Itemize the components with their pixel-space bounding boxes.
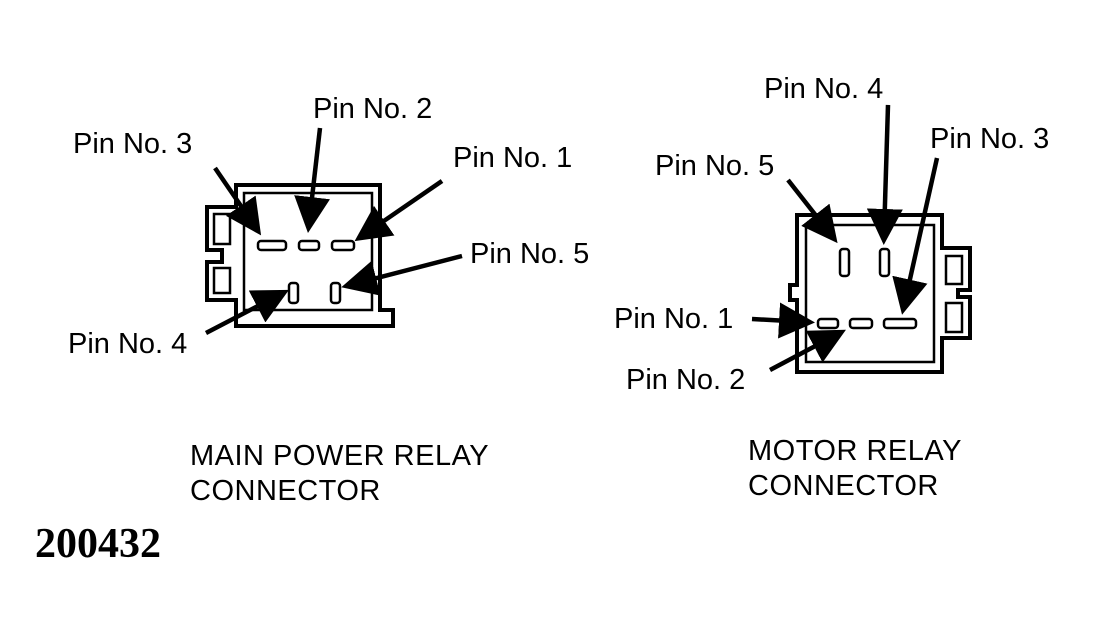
main-pin-5-label: Pin No. 5 [470, 238, 589, 270]
motor-pin-5-label: Pin No. 5 [655, 150, 774, 182]
main-connector-caption-line1: MAIN POWER RELAY [190, 440, 489, 472]
main-pin-4 [287, 281, 300, 305]
motor-pin-4-arrow [866, 104, 903, 245]
motor-pin-4 [878, 247, 891, 278]
main-connector-caption-line2: CONNECTOR [190, 475, 381, 507]
motor-pin-4-label: Pin No. 4 [764, 73, 883, 105]
motor-pin-1 [816, 317, 840, 330]
motor-pin-3 [882, 317, 918, 330]
main-pin-1-label: Pin No. 1 [453, 142, 572, 174]
motor-pin-3-label: Pin No. 3 [930, 123, 1049, 155]
figure-number: 200432 [35, 521, 161, 567]
main-pin-3-arrow [213, 166, 262, 236]
main-pin-3-label: Pin No. 3 [73, 128, 192, 160]
motor-connector-caption-line2: CONNECTOR [748, 470, 939, 502]
main-pin-4-label: Pin No. 4 [68, 328, 187, 360]
motor-relay-connector: Pin No. 4 Pin No. 3 Pin No. 5 Pin No. 1 … [614, 73, 1049, 502]
main-pin-1 [330, 239, 356, 252]
motor-pin-2-arrow [768, 329, 846, 372]
main-pin-4-arrow [204, 289, 289, 335]
main-pin-5-arrow [341, 253, 463, 296]
motor-connector-latch-right-upper [944, 254, 964, 286]
motor-pin-1-label: Pin No. 1 [614, 303, 733, 335]
main-connector-latch-left [212, 212, 232, 246]
main-pin-3 [256, 239, 288, 252]
main-pin-2 [297, 239, 321, 252]
motor-pin-5-arrow [786, 178, 838, 244]
main-pin-2-label: Pin No. 2 [313, 93, 432, 125]
main-pin-1-arrow [354, 179, 444, 242]
motor-pin-2-label: Pin No. 2 [626, 364, 745, 396]
motor-pin-3-arrow [892, 157, 940, 315]
main-power-relay-connector: Pin No. 3 Pin No. 2 Pin No. 1 Pin No. 5 … [68, 93, 589, 507]
motor-pin-5 [838, 247, 851, 278]
motor-pin-1-arrow [751, 302, 815, 339]
motor-connector-caption-line1: MOTOR RELAY [748, 435, 962, 467]
main-connector-inner-body [242, 191, 374, 312]
motor-connector-latch-right-lower [944, 301, 964, 334]
motor-connector-outer-body [788, 213, 972, 374]
main-pin-2-arrow [294, 127, 330, 233]
main-pin-5 [329, 281, 342, 305]
main-connector-latch-left-lower [212, 266, 232, 295]
motor-pin-2 [848, 317, 874, 330]
main-connector-outer-body [205, 183, 395, 328]
